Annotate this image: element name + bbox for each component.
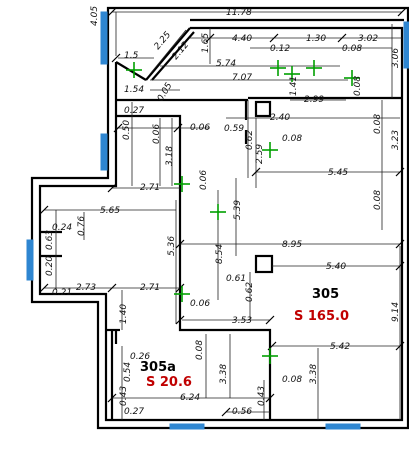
dimension-ticks <box>39 7 407 417</box>
dim-label: 0.08 <box>282 375 302 385</box>
window-bottom-right <box>325 423 361 430</box>
dim-label: 2.71 <box>140 283 160 293</box>
dim-label: 0.08 <box>353 76 363 96</box>
window-left-lower <box>26 239 34 281</box>
dim-label: 0.06 <box>152 124 162 144</box>
dim-label: 0.06 <box>199 170 209 190</box>
window-bottom-left <box>169 423 205 430</box>
room-number: 305a <box>140 360 176 375</box>
dim-label: 0.56 <box>232 407 252 417</box>
dim-label: 0.08 <box>282 134 302 144</box>
dim-label: 3.23 <box>391 130 401 150</box>
dim-label: 2.71 <box>140 183 160 193</box>
dim-label: 5.74 <box>216 59 236 69</box>
dim-label: 0.63 <box>45 230 55 250</box>
dim-label: 0.54 <box>123 362 133 382</box>
dim-label: 0.62 <box>245 130 255 150</box>
dim-label: 2.59 <box>255 144 265 164</box>
dim-label: 2.40 <box>270 113 290 123</box>
dim-label: 9.14 <box>391 302 401 322</box>
room-labels: 305 S 165.0 305a S 20.6 <box>140 287 349 390</box>
marker-cross-icon <box>262 348 278 364</box>
dim-label: 3.53 <box>232 316 252 326</box>
marker-cross-icon <box>174 286 190 302</box>
dim-label: 5.45 <box>328 168 348 178</box>
dim-label: 5.42 <box>330 342 350 352</box>
marker-cross-icon <box>262 142 278 158</box>
room-number: 305 <box>312 287 339 302</box>
dim-label: 0.06 <box>190 299 210 309</box>
dim-label: 0.06 <box>190 123 210 133</box>
room-area: S 165.0 <box>294 309 349 324</box>
dim-label: 0.24 <box>52 223 72 233</box>
dim-label: 11.78 <box>226 8 252 18</box>
dim-label: 3.06 <box>391 48 401 68</box>
marker-cross-icon <box>344 70 360 86</box>
dim-label: 0.59 <box>224 124 244 134</box>
dim-label: 0.26 <box>130 352 150 362</box>
marker-cross-icon <box>126 62 142 78</box>
window-left-top <box>100 11 108 65</box>
dim-label: 0.62 <box>245 282 255 302</box>
dim-label: 3.18 <box>165 146 175 166</box>
marker-cross-icon <box>270 60 286 76</box>
dim-label: 8.95 <box>282 240 302 250</box>
dim-label: 5.36 <box>167 236 177 256</box>
marker-cross-icon <box>174 176 190 192</box>
dim-label: 1.41 <box>289 76 299 96</box>
dim-label: 0.20 <box>45 256 55 276</box>
dim-label: 1.5 <box>124 51 139 61</box>
walls <box>30 6 409 430</box>
dim-label: 2.12 <box>171 40 192 62</box>
dim-label: 1.54 <box>124 85 144 95</box>
dim-label: 2.99 <box>304 95 324 105</box>
dim-label: 0.08 <box>342 44 362 54</box>
dim-label: 0.43 <box>119 386 129 406</box>
marker-cross-icon <box>306 60 322 76</box>
dim-label: 0.08 <box>195 340 205 360</box>
marker-cross-icon <box>284 66 300 82</box>
dim-label: 6.24 <box>180 393 200 403</box>
window-left-mid <box>100 133 108 171</box>
dim-label: 0.61 <box>226 274 246 284</box>
dim-label: 0.43 <box>257 386 267 406</box>
dim-label: 4.40 <box>232 34 252 44</box>
dim-label: 1.40 <box>119 304 129 324</box>
dim-label: 3.02 <box>358 34 378 44</box>
dim-label: 0.27 <box>124 106 144 116</box>
dim-label: 1.30 <box>306 34 326 44</box>
dim-label: 5.39 <box>233 200 243 220</box>
dim-label: 0.08 <box>373 114 383 134</box>
marker-cross-icon <box>210 204 226 220</box>
dim-label: 5.40 <box>326 262 346 272</box>
dim-label: 8.54 <box>215 244 225 264</box>
dim-label: 5.65 <box>100 206 120 216</box>
dim-label: 4.05 <box>90 6 100 26</box>
dim-label: 2.73 <box>76 283 96 293</box>
dimension-lines <box>44 11 402 420</box>
dim-label: 0.76 <box>77 216 87 236</box>
dim-label: 0.50 <box>122 120 132 140</box>
dim-label: 1.65 <box>201 33 211 53</box>
dim-label: 3.38 <box>219 364 229 384</box>
dim-label: 0.08 <box>373 190 383 210</box>
room-area: S 20.6 <box>146 375 192 390</box>
dim-label: 0.27 <box>124 407 144 417</box>
windows <box>26 11 409 430</box>
dim-label: 3.38 <box>309 364 319 384</box>
dim-label: 0.12 <box>270 44 290 54</box>
dim-label: 7.07 <box>232 73 252 83</box>
green-cross-markers <box>126 60 360 364</box>
window-right <box>403 21 409 69</box>
dim-label: 0.21 <box>52 288 72 298</box>
